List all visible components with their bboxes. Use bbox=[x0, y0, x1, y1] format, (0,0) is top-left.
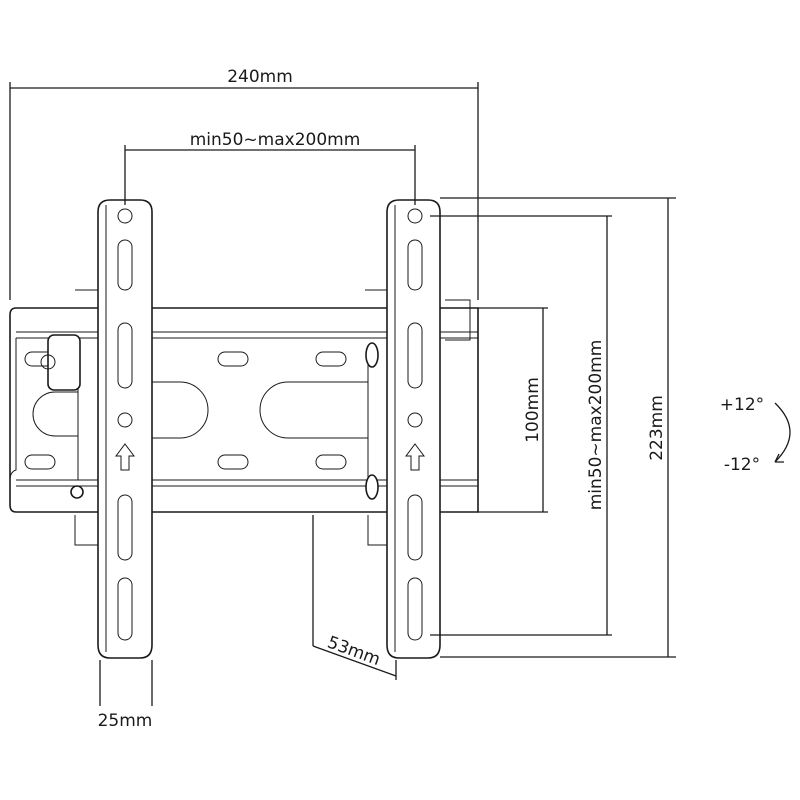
dimension-lines bbox=[9, 82, 676, 706]
left-vertical-bracket bbox=[97, 199, 153, 659]
tilt-up-label: +12° bbox=[720, 395, 764, 415]
overall-width-label: 240mm bbox=[227, 67, 293, 87]
wall-plate-height-label: 100mm bbox=[523, 377, 543, 443]
wall-plate-slot bbox=[217, 454, 249, 470]
vesa-vertical-label: min50~max200mm bbox=[586, 340, 606, 511]
tilt-knob bbox=[47, 334, 81, 391]
wall-plate-slot bbox=[217, 351, 249, 367]
wall-plate-slot bbox=[24, 454, 56, 470]
up-arrow-icon bbox=[405, 443, 425, 471]
tilt-arrow-icon bbox=[774, 402, 791, 463]
wall-distance-label: 53mm bbox=[325, 633, 383, 671]
tilt-down-label: -12° bbox=[724, 455, 760, 475]
vesa-horizontal-label: min50~max200mm bbox=[190, 130, 361, 150]
wall-plate-slot bbox=[315, 351, 347, 367]
wall-plate-cutout bbox=[32, 391, 78, 437]
right-vertical-bracket bbox=[386, 199, 441, 659]
wall-plate-cutout bbox=[259, 381, 368, 439]
lock-nut bbox=[70, 485, 84, 499]
up-arrow-icon bbox=[115, 443, 135, 471]
overall-height-label: 223mm bbox=[647, 395, 667, 461]
bracket-width-label: 25mm bbox=[98, 711, 153, 731]
wall-plate-cutout bbox=[152, 381, 209, 439]
wall-plate-slot bbox=[315, 454, 347, 470]
